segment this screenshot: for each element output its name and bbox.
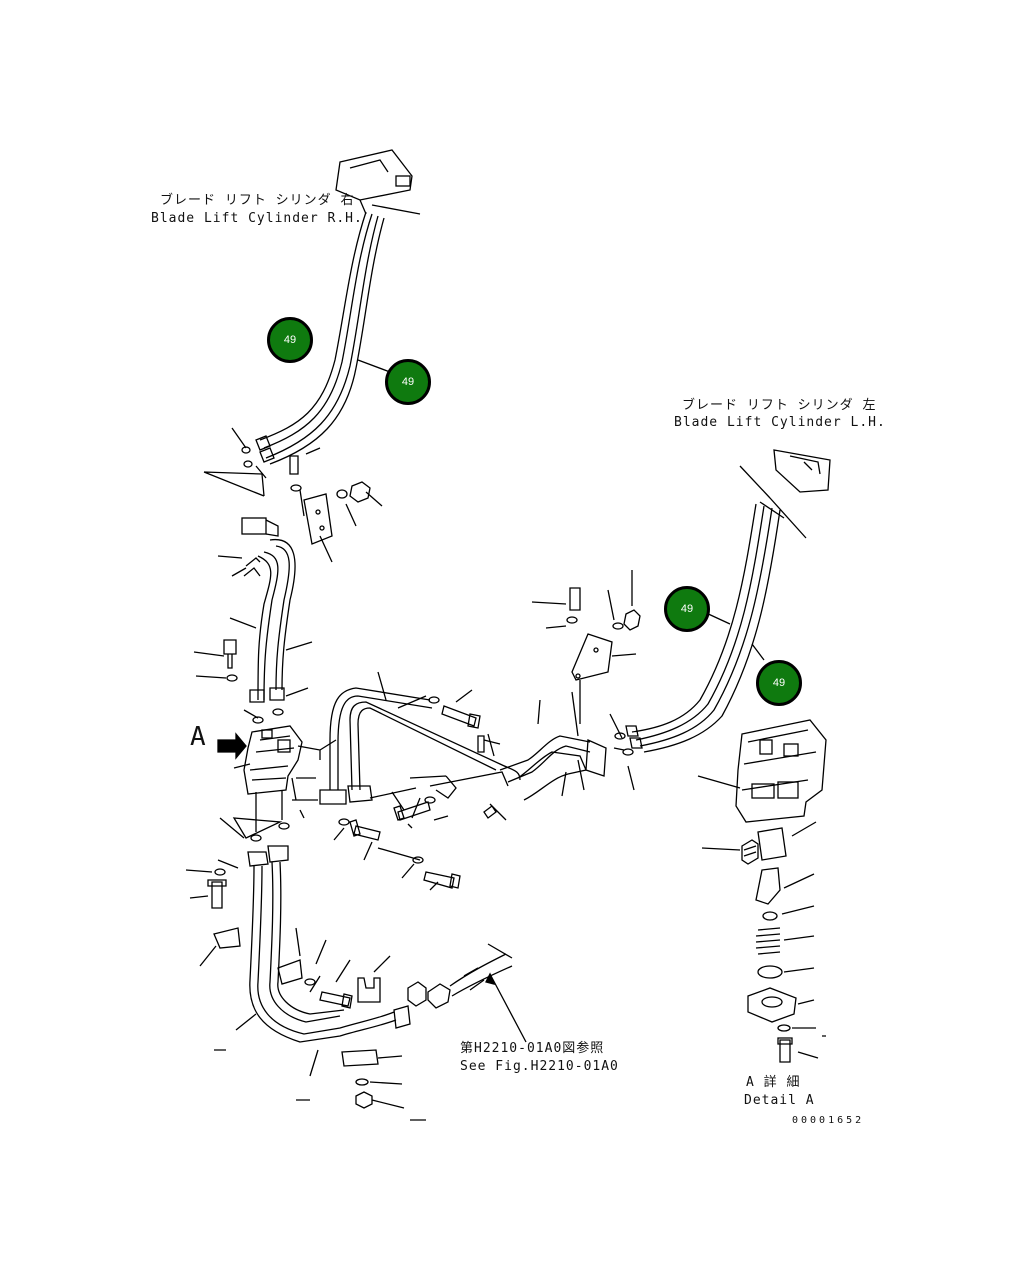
central-pipes <box>297 671 607 819</box>
rh-hoses <box>255 211 391 465</box>
drawing-number: 00001652 <box>792 1115 865 1126</box>
callout-hose-rh-upper[interactable]: 49 <box>267 317 313 363</box>
lh-hoses <box>625 503 781 753</box>
callout-hose-rh-lower[interactable]: 49 <box>385 359 431 405</box>
label-lh-cylinder-en: Blade Lift Cylinder L.H. <box>674 415 886 430</box>
fasteners-middle <box>333 689 507 891</box>
label-rh-cylinder-jp: ブレード リフト シリンダ 右 <box>160 193 355 208</box>
pto-hose <box>407 943 527 1043</box>
label-view-a: A <box>190 722 207 752</box>
label-rh-cylinder-en: Blade Lift Cylinder R.H. <box>151 211 363 226</box>
lh-cylinder <box>739 449 831 539</box>
rh-bracket-group <box>193 427 383 724</box>
label-reference-jp: 第H2210-01A0図参照 <box>460 1041 605 1056</box>
label-reference-en: See Fig.H2210-01A0 <box>460 1059 619 1074</box>
label-lh-cylinder-jp: ブレード リフト シリンダ 左 <box>682 398 877 413</box>
callout-hose-lh-lower[interactable]: 49 <box>756 660 802 706</box>
callout-hose-lh-upper[interactable]: 49 <box>664 586 710 632</box>
detail-a-view <box>697 719 827 1063</box>
rh-cylinder <box>335 149 421 215</box>
lower-pipes <box>185 845 426 1121</box>
label-detail-jp: A 詳 細 <box>746 1075 801 1090</box>
lh-bracket-group <box>531 570 641 791</box>
label-detail-en: Detail A <box>744 1093 815 1108</box>
valve-block <box>217 725 318 842</box>
